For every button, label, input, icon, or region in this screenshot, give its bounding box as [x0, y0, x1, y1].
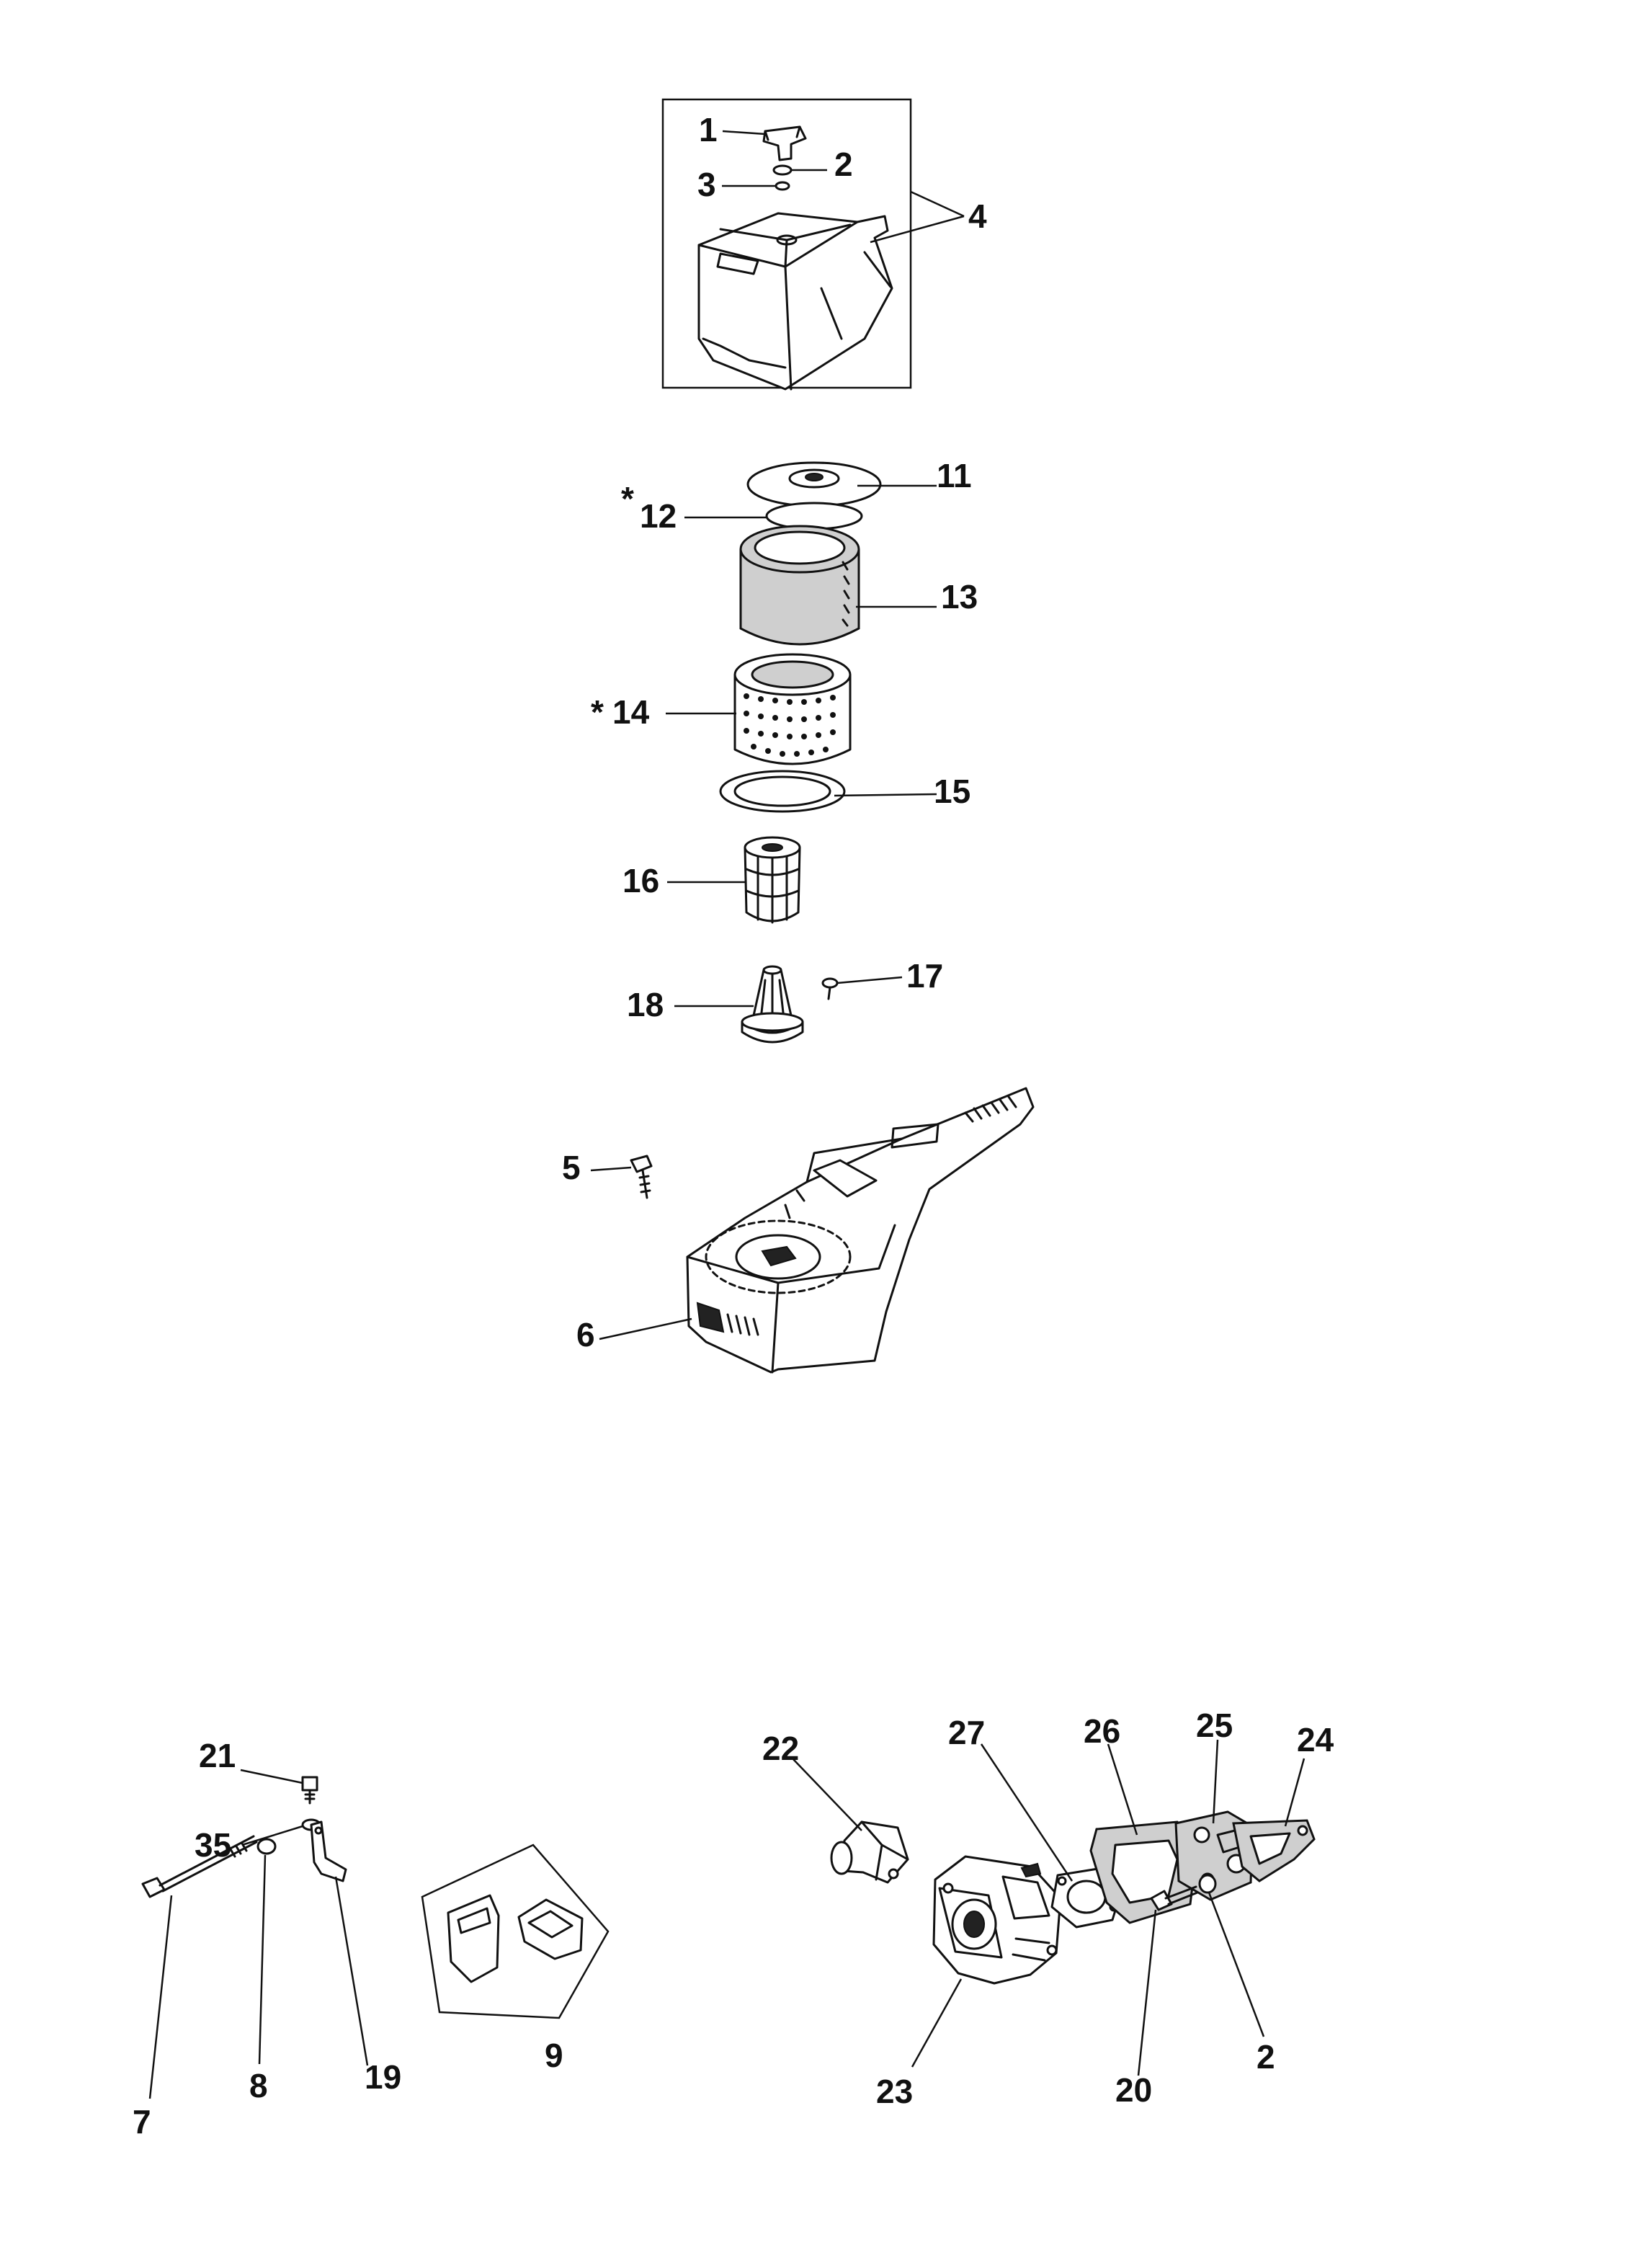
callout-9: 9	[545, 2037, 563, 2074]
part-20-screw	[1150, 1885, 1199, 1911]
callout-14-star: *	[591, 693, 604, 731]
part-9-intake-set	[421, 1844, 610, 2019]
callout-14: 14	[612, 693, 650, 731]
callout-6: 6	[576, 1316, 595, 1353]
callout-11: 11	[937, 457, 972, 494]
part-24-flange-gasket	[1232, 1819, 1316, 1882]
callout-35: 35	[195, 1826, 231, 1864]
part-14-filter-element	[733, 653, 852, 765]
callout-20: 20	[1115, 2071, 1152, 2109]
air-box-section: 5 6	[562, 1087, 1035, 1374]
part-22-elbow	[830, 1820, 909, 1884]
callout-26: 26	[1084, 1712, 1120, 1750]
callout-21: 21	[199, 1737, 236, 1774]
part-12-seal-ring	[765, 502, 863, 530]
callout-4: 4	[968, 197, 987, 235]
part-3-washer	[775, 181, 790, 191]
part-13-prefilter	[739, 525, 860, 646]
callout-12: 12	[640, 497, 677, 535]
callout-7: 7	[133, 2103, 151, 2140]
callout-27: 27	[948, 1714, 985, 1751]
callout-2: 2	[834, 146, 853, 183]
callout-13: 13	[941, 578, 978, 615]
part-11-filter-cap	[746, 461, 882, 507]
callout-17: 17	[906, 957, 943, 995]
carburetor-group: 22 27 26 25 24 23 20 2	[762, 1707, 1334, 2110]
part-17-screw	[821, 977, 839, 1000]
part-8-washer	[256, 1838, 277, 1855]
part-5-bolt	[630, 1155, 653, 1199]
filter-stack: 11 * 12 13 * 14 15 16 17 18	[591, 457, 978, 1044]
callout-2-lower: 2	[1257, 2038, 1275, 2076]
callout-12-star: *	[621, 480, 634, 517]
callout-22: 22	[762, 1730, 799, 1767]
filter-cover-assembly: 1 2 3 4	[661, 98, 987, 391]
callout-25: 25	[1196, 1707, 1233, 1744]
part-2-washer	[772, 164, 793, 176]
callout-24: 24	[1297, 1721, 1334, 1758]
callout-19: 19	[365, 2058, 401, 2096]
callout-23: 23	[876, 2073, 913, 2110]
part-6-air-box	[686, 1087, 1035, 1374]
part-4-cover	[697, 212, 893, 391]
callout-8: 8	[249, 2067, 268, 2104]
part-21-screw	[301, 1776, 318, 1805]
callout-5: 5	[562, 1149, 581, 1186]
part-2-washer-lower	[1198, 1874, 1217, 1894]
part-15-gasket	[719, 770, 846, 813]
callout-3: 3	[697, 166, 716, 203]
part-23-carburetor	[932, 1855, 1062, 1985]
callout-15: 15	[934, 773, 970, 810]
callout-1: 1	[699, 111, 718, 148]
part-1-knob	[762, 125, 807, 161]
callout-18: 18	[627, 986, 664, 1023]
part-7-long-bolt	[141, 1835, 258, 1898]
part-16-strainer	[744, 836, 801, 924]
mounting-hardware-group: 21 35 7 8 19 9	[133, 1737, 610, 2140]
part-18-filter-holder	[741, 965, 804, 1044]
part-19-bracket	[310, 1820, 347, 1882]
callout-16: 16	[622, 862, 659, 899]
part-26-gasket	[1089, 1820, 1199, 1924]
